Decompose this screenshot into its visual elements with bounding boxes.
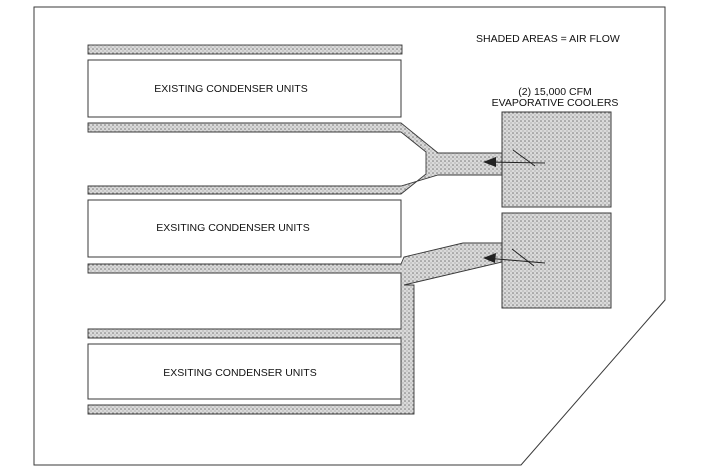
coolers-label-line1: (2) 15,000 CFM bbox=[518, 86, 592, 98]
condenser-unit-block-3 bbox=[87, 343, 402, 400]
condenser-unit-block-1 bbox=[87, 59, 402, 118]
coolers-label-line2: EVAPORATIVE COOLERS bbox=[492, 97, 619, 109]
airflow-arrow-2 bbox=[483, 248, 546, 267]
airflow-duct-top bbox=[87, 44, 403, 55]
airflow-legend: SHADED AREAS = AIR FLOW bbox=[476, 33, 620, 45]
condenser-unit-block-2 bbox=[87, 199, 402, 258]
airflow-arrow-1 bbox=[483, 149, 546, 167]
condenser-unit-label-3: EXSITING CONDENSER UNITS bbox=[163, 367, 316, 379]
airflow-duct-upper-branch bbox=[87, 122, 503, 195]
condenser-unit-label-1: EXISTING CONDENSER UNITS bbox=[154, 83, 307, 95]
airflow-ducts bbox=[87, 44, 503, 415]
evaporative-cooler-1 bbox=[501, 111, 612, 208]
airflow-duct-lower-branch bbox=[87, 242, 503, 415]
condenser-unit-label-2: EXSITING CONDENSER UNITS bbox=[156, 222, 309, 234]
